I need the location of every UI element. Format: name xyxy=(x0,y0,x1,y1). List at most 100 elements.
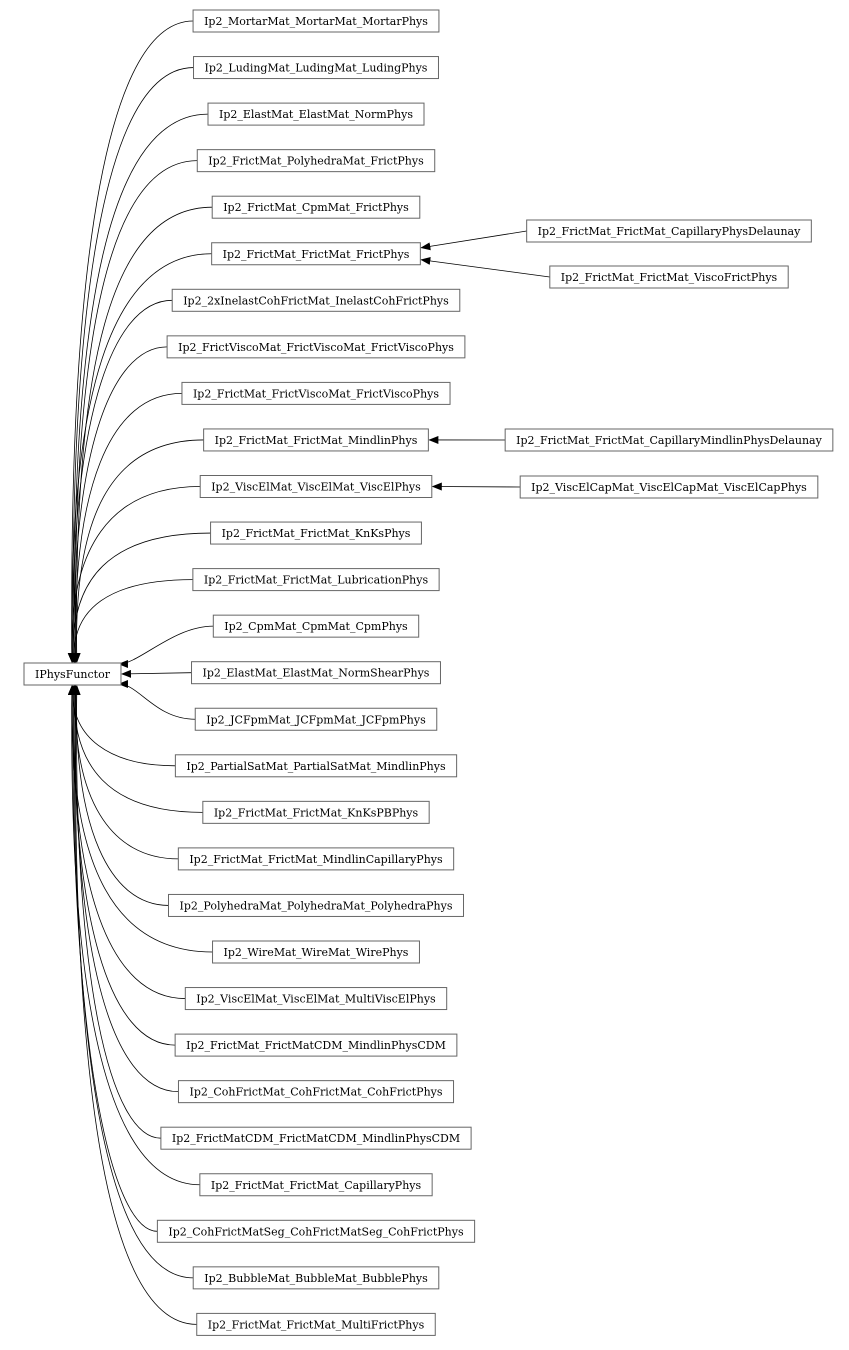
node-box xyxy=(160,1126,472,1150)
child-node-ip2-elastmat-elastmat-normphys[interactable]: Ip2_ElastMat_ElastMat_NormPhys xyxy=(207,102,425,126)
edge-ip2-frictmat-frictmat-knksphys xyxy=(68,532,211,663)
child-node-ip2-frictmat-frictmat-mindlinphys[interactable]: Ip2_FrictMat_FrictMat_MindlinPhys xyxy=(203,428,429,452)
edge-ip2-polyhedramat-polyhedramat-polyhedraphys xyxy=(72,685,169,906)
node-box xyxy=(191,661,441,685)
child-node-ip2-frictmat-frictmat-lubricationphys[interactable]: Ip2_FrictMat_FrictMat_LubricationPhys xyxy=(192,568,440,592)
node-label: Ip2_FrictMat_FrictViscoMat_FrictViscoPhy… xyxy=(193,387,439,400)
child-node-ip2-partialsatmat-partialsatmat-mindlinphys[interactable]: Ip2_PartialSatMat_PartialSatMat_MindlinP… xyxy=(174,754,458,778)
edge-ip2-frictmat-cpmmat-frictphys xyxy=(72,206,213,663)
node-label: Ip2_BubbleMat_BubbleMat_BubblePhys xyxy=(204,1272,428,1285)
edge-ip2-frictmat-frictmat-multifrictphys xyxy=(71,685,197,1325)
node-box xyxy=(212,614,420,638)
node-label: Ip2_ElastMat_ElastMat_NormPhys xyxy=(219,108,413,121)
child-node-ip2-wiremat-wiremat-wirephys[interactable]: Ip2_WireMat_WireMat_WirePhys xyxy=(212,940,420,964)
node-label: Ip2_2xInelastCohFrictMat_InelastCohFrict… xyxy=(183,294,449,307)
child-node-ip2-frictmat-frictmat-knksphys[interactable]: Ip2_FrictMat_FrictMat_KnKsPhys xyxy=(210,521,422,545)
node-box xyxy=(156,1219,476,1243)
node-box xyxy=(193,56,439,80)
node-box xyxy=(202,800,430,824)
node-label: Ip2_FrictMat_FrictMatCDM_MindlinPhysCDM xyxy=(186,1039,446,1052)
child-node-ip2-frictmat-frictmat-knkspbphys[interactable]: Ip2_FrictMat_FrictMat_KnKsPBPhys xyxy=(202,800,430,824)
child-node-ip2-viscelmat-viscelmat-viscelphys[interactable]: Ip2_ViscElMat_ViscElMat_ViscElPhys xyxy=(199,475,433,498)
child-node-ip2-polyhedramat-polyhedramat-polyhedraphys[interactable]: Ip2_PolyhedraMat_PolyhedraMat_PolyhedraP… xyxy=(167,893,465,917)
edge-ip2-cohfrictmatseg-cohfrictmatseg-cohfrictphys xyxy=(69,685,158,1232)
node-box xyxy=(23,662,122,686)
child-node-ip2-cohfrictmat-cohfrictmat-cohfrictphys[interactable]: Ip2_CohFrictMat_CohFrictMat_CohFrictPhys xyxy=(177,1080,455,1104)
node-box xyxy=(199,475,433,498)
node-box xyxy=(526,219,812,243)
node-label: Ip2_FrictMat_FrictMat_KnKsPBPhys xyxy=(214,806,419,819)
child-node-ip2-frictviscomat-frictviscomat-frictviscophys[interactable]: Ip2_FrictViscoMat_FrictViscoMat_FrictVis… xyxy=(166,335,466,359)
child-node-ip2-frictmat-frictmat-frictphys[interactable]: Ip2_FrictMat_FrictMat_FrictPhys xyxy=(211,242,421,266)
child-node-ip2-jcfpmmat-jcfpmmat-jcfpmphys[interactable]: Ip2_JCFpmMat_JCFpmMat_JCFpmPhys xyxy=(194,707,438,731)
grandchild-node-ip2-viscelcapmat-viscelcapmat-viscelcapphys[interactable]: Ip2_ViscElCapMat_ViscElCapMat_ViscElCapP… xyxy=(519,475,819,499)
child-node-ip2-elastmat-elastmat-normshearphys[interactable]: Ip2_ElastMat_ElastMat_NormShearPhys xyxy=(191,661,441,685)
node-label: Ip2_ViscElCapMat_ViscElCapMat_ViscElCapP… xyxy=(531,481,807,494)
node-box xyxy=(199,1173,433,1197)
node-label: Ip2_PartialSatMat_PartialSatMat_MindlinP… xyxy=(186,760,446,773)
node-box xyxy=(519,475,819,499)
edges-layer xyxy=(67,20,550,1325)
child-node-ip2-frictmat-polyhedramat-frictphys[interactable]: Ip2_FrictMat_PolyhedraMat_FrictPhys xyxy=(196,149,436,173)
node-label: Ip2_FrictMatCDM_FrictMatCDM_MindlinPhysC… xyxy=(172,1132,460,1145)
edge-ip2-viscelmat-viscelmat-multiviscelphys xyxy=(69,685,186,999)
child-node-ip2-frictmat-frictmatcdm-mindlinphyscdm[interactable]: Ip2_FrictMat_FrictMatCDM_MindlinPhysCDM xyxy=(174,1033,458,1057)
node-box xyxy=(194,707,438,731)
edge-ip2-mortarmat-mortarmat-mortarphys xyxy=(67,20,194,663)
edge-ip2-frictmat-frictmatcdm-mindlinphyscdm xyxy=(70,685,176,1046)
grandchild-node-ip2-frictmat-frictmat-capillaryphysdelaunay[interactable]: Ip2_FrictMat_FrictMat_CapillaryPhysDelau… xyxy=(526,219,812,243)
node-label: Ip2_ViscElMat_ViscElMat_ViscElPhys xyxy=(211,481,421,494)
child-node-ip2-bubblemat-bubblemat-bubblephys[interactable]: Ip2_BubbleMat_BubbleMat_BubblePhys xyxy=(192,1266,440,1290)
edge-ip2-frictmat-frictmat-mindlinphys xyxy=(72,439,204,663)
nodes-layer: IPhysFunctor Ip2_MortarMat_MortarMat_Mort… xyxy=(23,9,834,1336)
node-label: Ip2_FrictViscoMat_FrictViscoMat_FrictVis… xyxy=(178,341,454,354)
child-node-ip2-cohfrictmatseg-cohfrictmatseg-cohfrictphys[interactable]: Ip2_CohFrictMatSeg_CohFrictMatSeg_CohFri… xyxy=(156,1219,476,1243)
edge-ip2-frictmat-frictmat-viscofrictphys xyxy=(420,256,550,278)
edge-ip2-frictmat-frictmat-capillaryphysdelaunay xyxy=(420,230,527,251)
child-node-ip2-frictmat-frictmat-capillaryphys[interactable]: Ip2_FrictMat_FrictMat_CapillaryPhys xyxy=(199,1173,433,1197)
edge-ip2-2xinelastcohfrictmat-inelastcohfrictphys xyxy=(69,299,173,663)
node-box xyxy=(203,428,429,452)
edge-ip2-frictmat-frictmat-frictphys xyxy=(67,253,212,663)
node-box xyxy=(196,149,436,173)
node-box xyxy=(192,9,440,33)
node-box xyxy=(166,335,466,359)
edge-ip2-frictmat-frictmat-capillaryphys xyxy=(67,685,200,1186)
node-label: Ip2_FrictMat_FrictMat_FrictPhys xyxy=(223,248,410,261)
child-node-ip2-mortarmat-mortarmat-mortarphys[interactable]: Ip2_MortarMat_MortarMat_MortarPhys xyxy=(192,9,440,33)
child-node-ip2-frictmat-frictviscomat-frictviscophys[interactable]: Ip2_FrictMat_FrictViscoMat_FrictViscoPhy… xyxy=(181,381,451,405)
root-node-iphysfunctor[interactable]: IPhysFunctor xyxy=(23,662,122,686)
child-node-ip2-frictmat-frictmat-mindlincapillaryphys[interactable]: Ip2_FrictMat_FrictMat_MindlinCapillaryPh… xyxy=(177,847,455,871)
edge-ip2-cpmmat-cpmmat-cpmphys xyxy=(117,625,214,668)
edge-ip2-frictmat-polyhedramat-frictphys xyxy=(71,160,198,663)
node-box xyxy=(192,1266,440,1290)
child-node-ip2-viscelmat-viscelmat-multiviscelphys[interactable]: Ip2_ViscElMat_ViscElMat_MultiViscElPhys xyxy=(184,987,448,1011)
node-label: Ip2_PolyhedraMat_PolyhedraMat_PolyhedraP… xyxy=(179,899,452,912)
node-label: Ip2_FrictMat_CpmMat_FrictPhys xyxy=(223,201,409,214)
node-label: Ip2_FrictMat_PolyhedraMat_FrictPhys xyxy=(208,155,424,168)
edge-ip2-frictmat-frictviscomat-frictviscophys xyxy=(71,393,182,663)
child-node-ip2-cpmmat-cpmmat-cpmphys[interactable]: Ip2_CpmMat_CpmMat_CpmPhys xyxy=(212,614,420,638)
grandchild-node-ip2-frictmat-frictmat-capillarymindlinphysdelaunay[interactable]: Ip2_FrictMat_FrictMat_CapillaryMindlinPh… xyxy=(504,428,834,452)
edge-ip2-ludingmat-ludingmat-ludingphys xyxy=(69,67,194,663)
node-label: Ip2_ElastMat_ElastMat_NormShearPhys xyxy=(203,667,430,680)
edge-ip2-frictmat-frictmat-lubricationphys xyxy=(69,579,193,663)
node-label: Ip2_FrictMat_FrictMat_CapillaryPhys xyxy=(211,1179,422,1192)
node-label: Ip2_JCFpmMat_JCFpmMat_JCFpmPhys xyxy=(206,713,426,726)
node-label: Ip2_FrictMat_FrictMat_CapillaryPhysDelau… xyxy=(538,225,801,238)
edge-ip2-viscelmat-viscelmat-viscelphys xyxy=(67,486,201,663)
edge-ip2-frictmatcdm-frictmatcdm-mindlinphyscdm xyxy=(72,685,161,1139)
grandchild-node-ip2-frictmat-frictmat-viscofrictphys[interactable]: Ip2_FrictMat_FrictMat_ViscoFrictPhys xyxy=(549,265,789,289)
child-node-ip2-ludingmat-ludingmat-ludingphys[interactable]: Ip2_LudingMat_LudingMat_LudingPhys xyxy=(193,56,439,80)
node-label: Ip2_FrictMat_FrictMat_ViscoFrictPhys xyxy=(561,271,778,284)
edge-ip2-frictviscomat-frictviscomat-frictviscophys xyxy=(70,346,168,663)
child-node-ip2-frictmat-frictmat-multifrictphys[interactable]: Ip2_FrictMat_FrictMat_MultiFrictPhys xyxy=(196,1312,436,1336)
node-box xyxy=(212,940,420,964)
edge-ip2-cohfrictmat-cohfrictmat-cohfrictphys xyxy=(71,685,179,1093)
node-box xyxy=(177,847,455,871)
node-box xyxy=(211,242,421,266)
child-node-ip2-2xinelastcohfrictmat-inelastcohfrictphys[interactable]: Ip2_2xInelastCohFrictMat_InelastCohFrict… xyxy=(171,288,461,312)
child-node-ip2-frictmat-cpmmat-frictphys[interactable]: Ip2_FrictMat_CpmMat_FrictPhys xyxy=(211,195,421,219)
child-node-ip2-frictmatcdm-frictmatcdm-mindlinphyscdm[interactable]: Ip2_FrictMatCDM_FrictMatCDM_MindlinPhysC… xyxy=(160,1126,472,1150)
